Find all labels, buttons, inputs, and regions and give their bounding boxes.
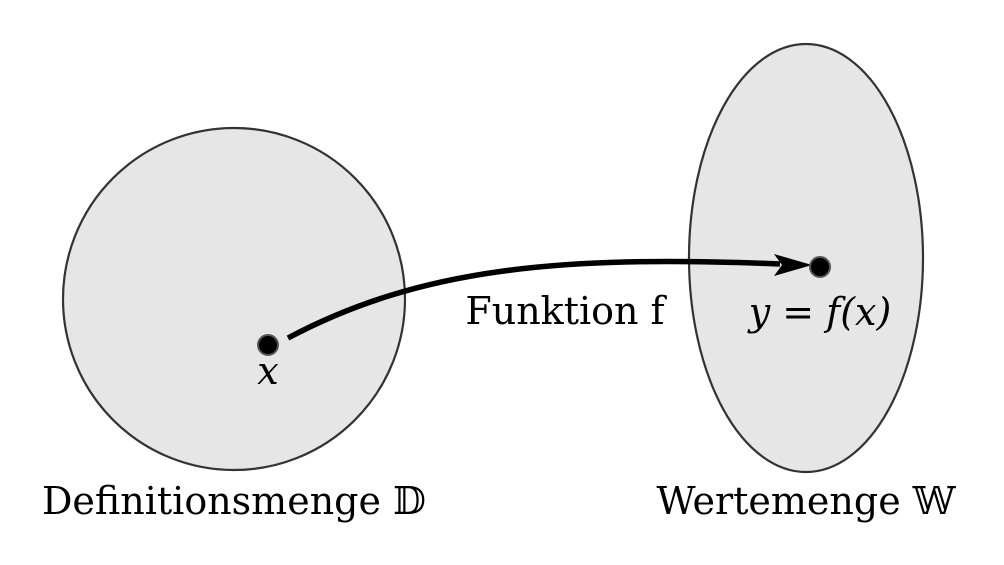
mapping-arrow [286, 258, 781, 341]
mapping-arrowhead [774, 254, 812, 276]
domain-point-label: x [257, 349, 278, 393]
codomain-point-label: y = f(x) [747, 290, 892, 334]
domain-point-x [257, 334, 279, 356]
domain-set-label: Definitionsmenge 𝔻 [42, 479, 426, 523]
domain-set-circle [61, 126, 407, 472]
mapping-label: Funktion f [465, 289, 667, 333]
codomain-set-label: Wertemenge 𝕎 [657, 479, 957, 523]
codomain-set-ellipse [687, 42, 925, 474]
codomain-point-y [809, 256, 831, 278]
